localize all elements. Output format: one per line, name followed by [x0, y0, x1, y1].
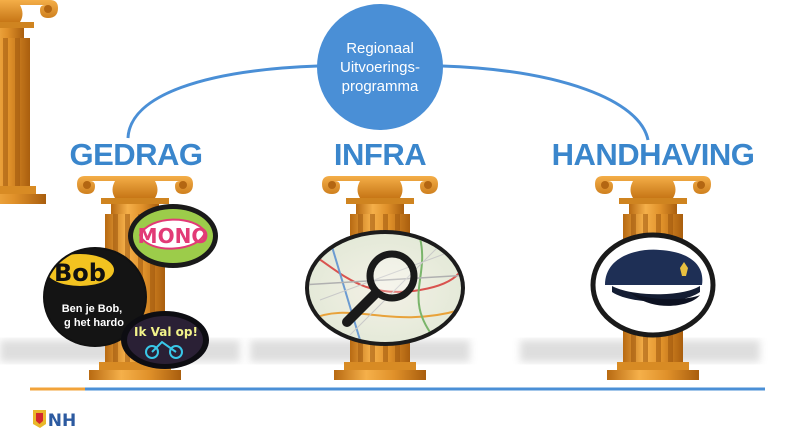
connector-right	[441, 64, 650, 141]
svg-text:Ben je Bob,: Ben je Bob,	[62, 303, 123, 315]
hub-text-line3: programma	[341, 77, 419, 95]
svg-text:MONO: MONO	[138, 224, 209, 248]
svg-text:Bob: Bob	[54, 259, 106, 287]
hub-text-line2: Uitvoerings-	[339, 58, 421, 76]
badge-ik-val-op: Ik Val op!	[121, 311, 209, 369]
police-cap-icon	[605, 249, 703, 285]
hub-circle: Regionaal Uitvoerings- programma	[317, 4, 443, 130]
svg-text:Ik Val op!: Ik Val op!	[134, 325, 198, 339]
badge-mono: MONO	[128, 204, 218, 268]
magnifier-icon	[366, 250, 418, 302]
svg-text:NH: NH	[48, 411, 76, 431]
label-gedrag: GEDRAG	[69, 137, 203, 172]
bicycle-icon	[145, 345, 159, 359]
svg-text:g het hardo: g het hardo	[64, 317, 124, 329]
connector-left	[126, 64, 319, 139]
label-handhaving: HANDHAVING	[551, 137, 755, 172]
label-infra: INFRA	[333, 137, 427, 172]
map-medallion	[305, 230, 465, 346]
hub-text-line1: Regionaal	[346, 39, 414, 57]
police-cap-medallion	[590, 232, 716, 338]
logo: NH	[30, 404, 78, 431]
